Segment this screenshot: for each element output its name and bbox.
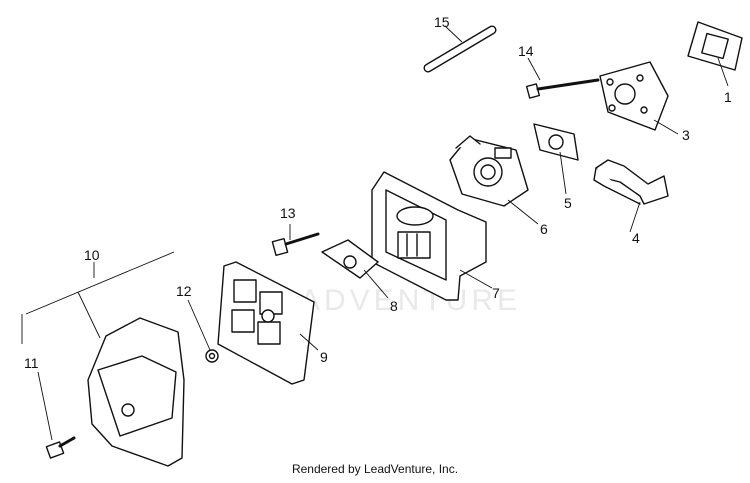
part-9-filter[interactable]	[217, 261, 315, 385]
leader-lines	[21, 25, 729, 441]
callout-5: 5	[564, 195, 572, 211]
part-6-carburetor[interactable]	[449, 135, 529, 207]
part-4-bracket[interactable]	[593, 159, 669, 205]
part-10-cover[interactable]	[87, 317, 185, 467]
callout-11: 11	[24, 355, 39, 371]
callout-3: 3	[682, 127, 690, 143]
callout-14: 14	[518, 43, 534, 59]
part-8-gasket[interactable]	[321, 239, 379, 279]
part-1-gasket[interactable]	[687, 21, 743, 71]
part-11-bolt[interactable]	[45, 436, 76, 459]
watermark: ADVENTURE	[300, 284, 522, 317]
part-15-rod[interactable]	[423, 25, 497, 73]
part-7-airbox[interactable]	[371, 171, 487, 301]
callout-10: 10	[84, 247, 100, 263]
part-12-washer[interactable]	[205, 349, 219, 363]
callout-15: 15	[434, 14, 450, 30]
callout-8: 8	[390, 298, 398, 314]
callout-6: 6	[540, 221, 548, 237]
callout-12: 12	[176, 283, 192, 299]
part-14-bolt[interactable]	[525, 78, 600, 99]
callout-13: 13	[280, 205, 296, 221]
callouts: 15 14 1 3 5 6 4 7 8 13 9 12 10 11	[24, 14, 732, 371]
render-caption: Rendered by LeadVenture, Inc.	[291, 462, 459, 476]
callout-9: 9	[320, 349, 328, 365]
part-3-spacer[interactable]	[599, 61, 669, 131]
callout-4: 4	[632, 230, 640, 246]
callout-7: 7	[492, 285, 500, 301]
part-5-gasket[interactable]	[533, 123, 579, 161]
part-13-screw[interactable]	[271, 232, 320, 257]
callout-1: 1	[724, 89, 732, 105]
